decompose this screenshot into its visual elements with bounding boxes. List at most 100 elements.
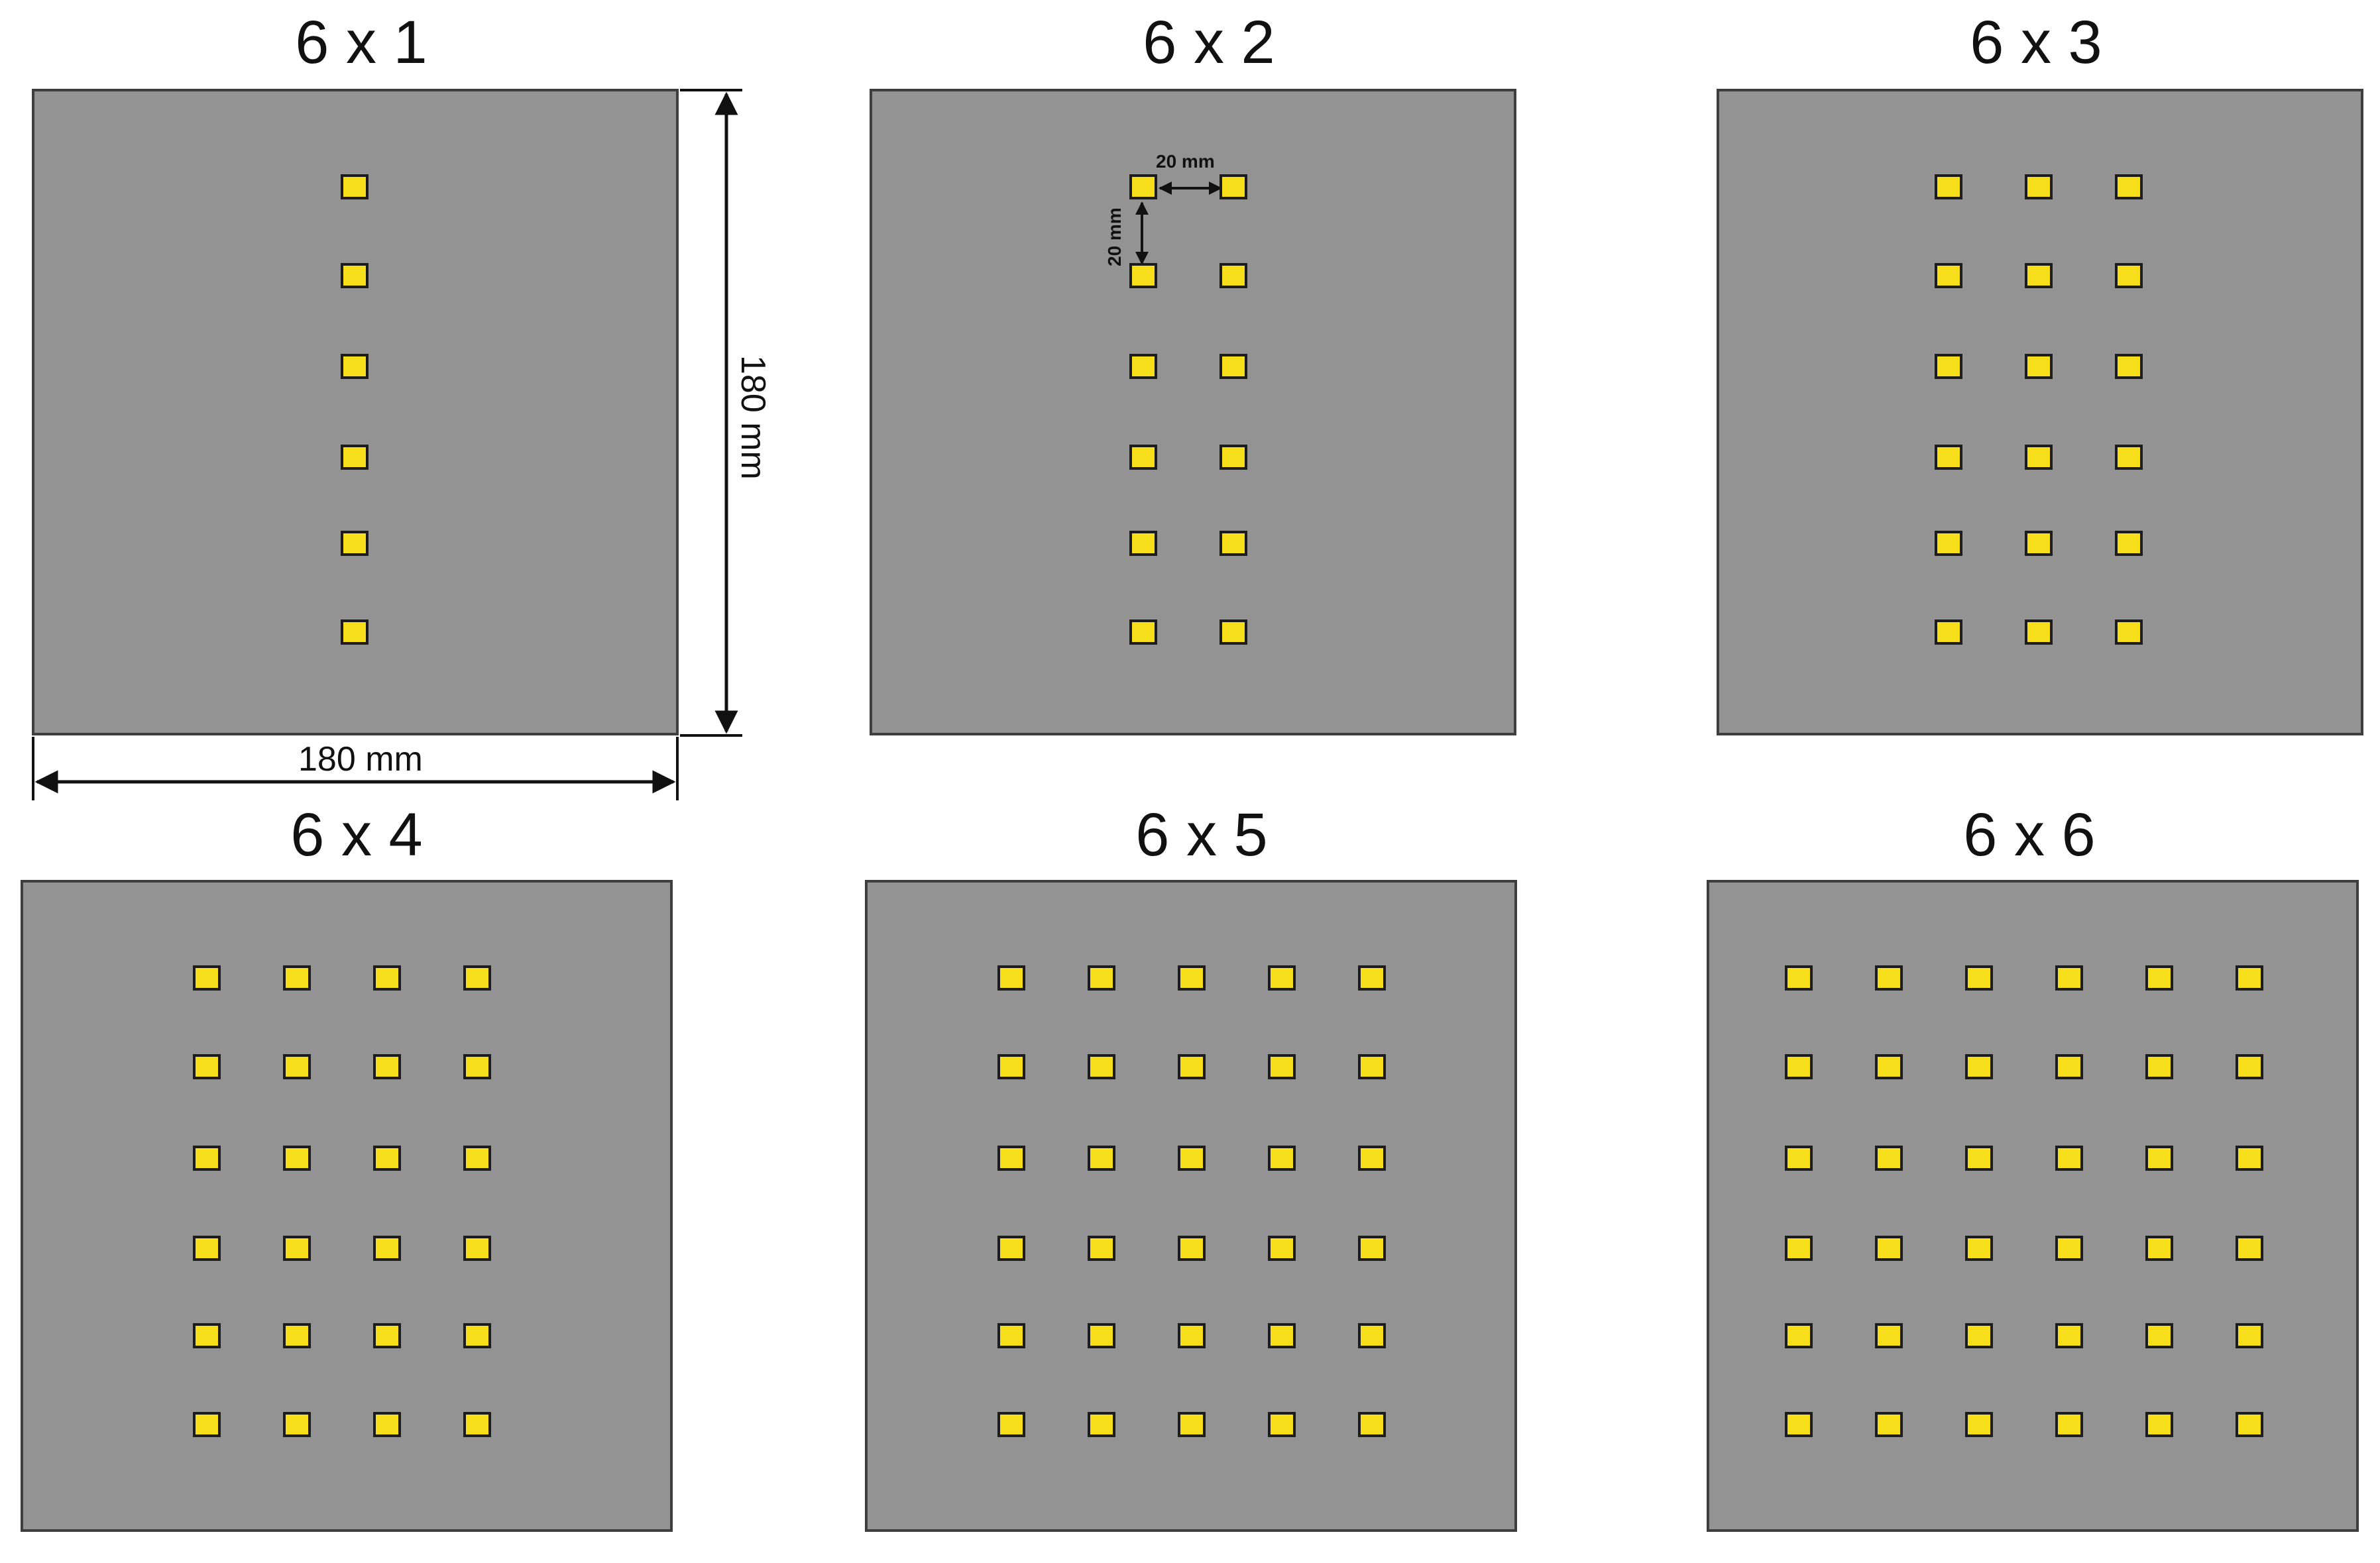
- contact-pad: [283, 1236, 311, 1261]
- contact-pad: [2115, 174, 2143, 199]
- contact-pad: [1268, 1054, 1296, 1079]
- contact-pad: [1268, 1236, 1296, 1261]
- panel-title-6x5: 6 x 5: [1135, 801, 1268, 869]
- panel-title-6x2: 6 x 2: [1143, 9, 1275, 76]
- contact-pad: [373, 1236, 401, 1261]
- contact-pad: [1935, 354, 1962, 379]
- contact-pad: [2055, 1146, 2083, 1171]
- contact-pad: [1358, 1236, 1386, 1261]
- contact-pad: [997, 1054, 1025, 1079]
- contact-pad: [1875, 1323, 1903, 1348]
- contact-pad: [2236, 1146, 2263, 1171]
- contact-pad: [463, 1146, 491, 1171]
- contact-pad: [997, 1146, 1025, 1171]
- panel-title-6x6: 6 x 6: [1963, 801, 2096, 869]
- contact-pad: [1935, 174, 1962, 199]
- contact-pad: [2115, 620, 2143, 645]
- contact-pad: [193, 1236, 221, 1261]
- contact-pad: [283, 1054, 311, 1079]
- contact-pad: [1129, 531, 1157, 556]
- contact-pad: [283, 1323, 311, 1348]
- contact-pad: [373, 1323, 401, 1348]
- contact-pad: [2115, 445, 2143, 470]
- contact-pad: [1358, 965, 1386, 991]
- contact-pad: [1965, 1236, 1993, 1261]
- contact-pad: [2236, 1323, 2263, 1348]
- contact-pad: [1178, 965, 1206, 991]
- contact-pad: [2115, 531, 2143, 556]
- contact-pad: [2145, 1236, 2173, 1261]
- contact-pad: [193, 1323, 221, 1348]
- contact-pad: [463, 1054, 491, 1079]
- contact-pad: [997, 1323, 1025, 1348]
- contact-pad: [1088, 1412, 1115, 1437]
- contact-pad: [2055, 1054, 2083, 1079]
- contact-pad: [2025, 354, 2053, 379]
- contact-pad: [1219, 620, 1247, 645]
- contact-pad: [1088, 1323, 1115, 1348]
- contact-pad: [2115, 263, 2143, 288]
- pad-spacing-y-label: 20 mm: [1104, 207, 1125, 266]
- contact-pad: [463, 1236, 491, 1261]
- contact-pad: [1129, 263, 1157, 288]
- contact-pad: [1178, 1236, 1206, 1261]
- contact-pad: [341, 531, 368, 556]
- contact-pad: [283, 1412, 311, 1437]
- contact-pad: [997, 965, 1025, 991]
- contact-pad: [1875, 1054, 1903, 1079]
- contact-pad: [1965, 1323, 1993, 1348]
- contact-pad: [1965, 1412, 1993, 1437]
- contact-pad: [1965, 965, 1993, 991]
- contact-pad: [463, 1412, 491, 1437]
- contact-pad: [2145, 965, 2173, 991]
- contact-pad: [2145, 1146, 2173, 1171]
- contact-pad: [2025, 263, 2053, 288]
- contact-pad: [2236, 965, 2263, 991]
- contact-pad: [1219, 263, 1247, 288]
- contact-pad: [2025, 531, 2053, 556]
- contact-pad: [1875, 1236, 1903, 1261]
- contact-pad: [2236, 1054, 2263, 1079]
- contact-pad: [1935, 263, 1962, 288]
- contact-pad: [997, 1412, 1025, 1437]
- contact-pad: [2025, 174, 2053, 199]
- contact-pad: [373, 965, 401, 991]
- panel-title-6x3: 6 x 3: [1970, 9, 2102, 76]
- contact-pad: [2236, 1236, 2263, 1261]
- contact-pad: [341, 263, 368, 288]
- contact-pad: [1785, 1412, 1813, 1437]
- board-width-label: 180 mm: [298, 740, 423, 779]
- contact-pad: [463, 965, 491, 991]
- contact-pad: [1088, 1236, 1115, 1261]
- contact-pad: [2115, 354, 2143, 379]
- contact-pad: [373, 1146, 401, 1171]
- contact-pad: [1129, 620, 1157, 645]
- contact-pad: [1178, 1412, 1206, 1437]
- contact-pad: [1219, 354, 1247, 379]
- contact-pad: [373, 1412, 401, 1437]
- contact-pad: [1935, 531, 1962, 556]
- contact-pad: [1875, 1412, 1903, 1437]
- contact-pad: [193, 1412, 221, 1437]
- contact-pad: [1935, 445, 1962, 470]
- contact-pad: [1875, 965, 1903, 991]
- contact-pad: [341, 445, 368, 470]
- contact-pad: [1219, 531, 1247, 556]
- contact-pad: [1935, 620, 1962, 645]
- board-6x2: [870, 89, 1516, 735]
- contact-pad: [283, 965, 311, 991]
- contact-pad: [1358, 1412, 1386, 1437]
- contact-pad: [2025, 620, 2053, 645]
- contact-pad: [2055, 1236, 2083, 1261]
- contact-pad: [341, 620, 368, 645]
- contact-pad: [193, 1146, 221, 1171]
- contact-pad: [997, 1236, 1025, 1261]
- contact-pad: [1785, 1323, 1813, 1348]
- contact-pad: [2145, 1412, 2173, 1437]
- panel-title-6x4: 6 x 4: [290, 801, 423, 869]
- contact-pad: [1129, 354, 1157, 379]
- contact-pad: [1965, 1146, 1993, 1171]
- contact-pad: [463, 1323, 491, 1348]
